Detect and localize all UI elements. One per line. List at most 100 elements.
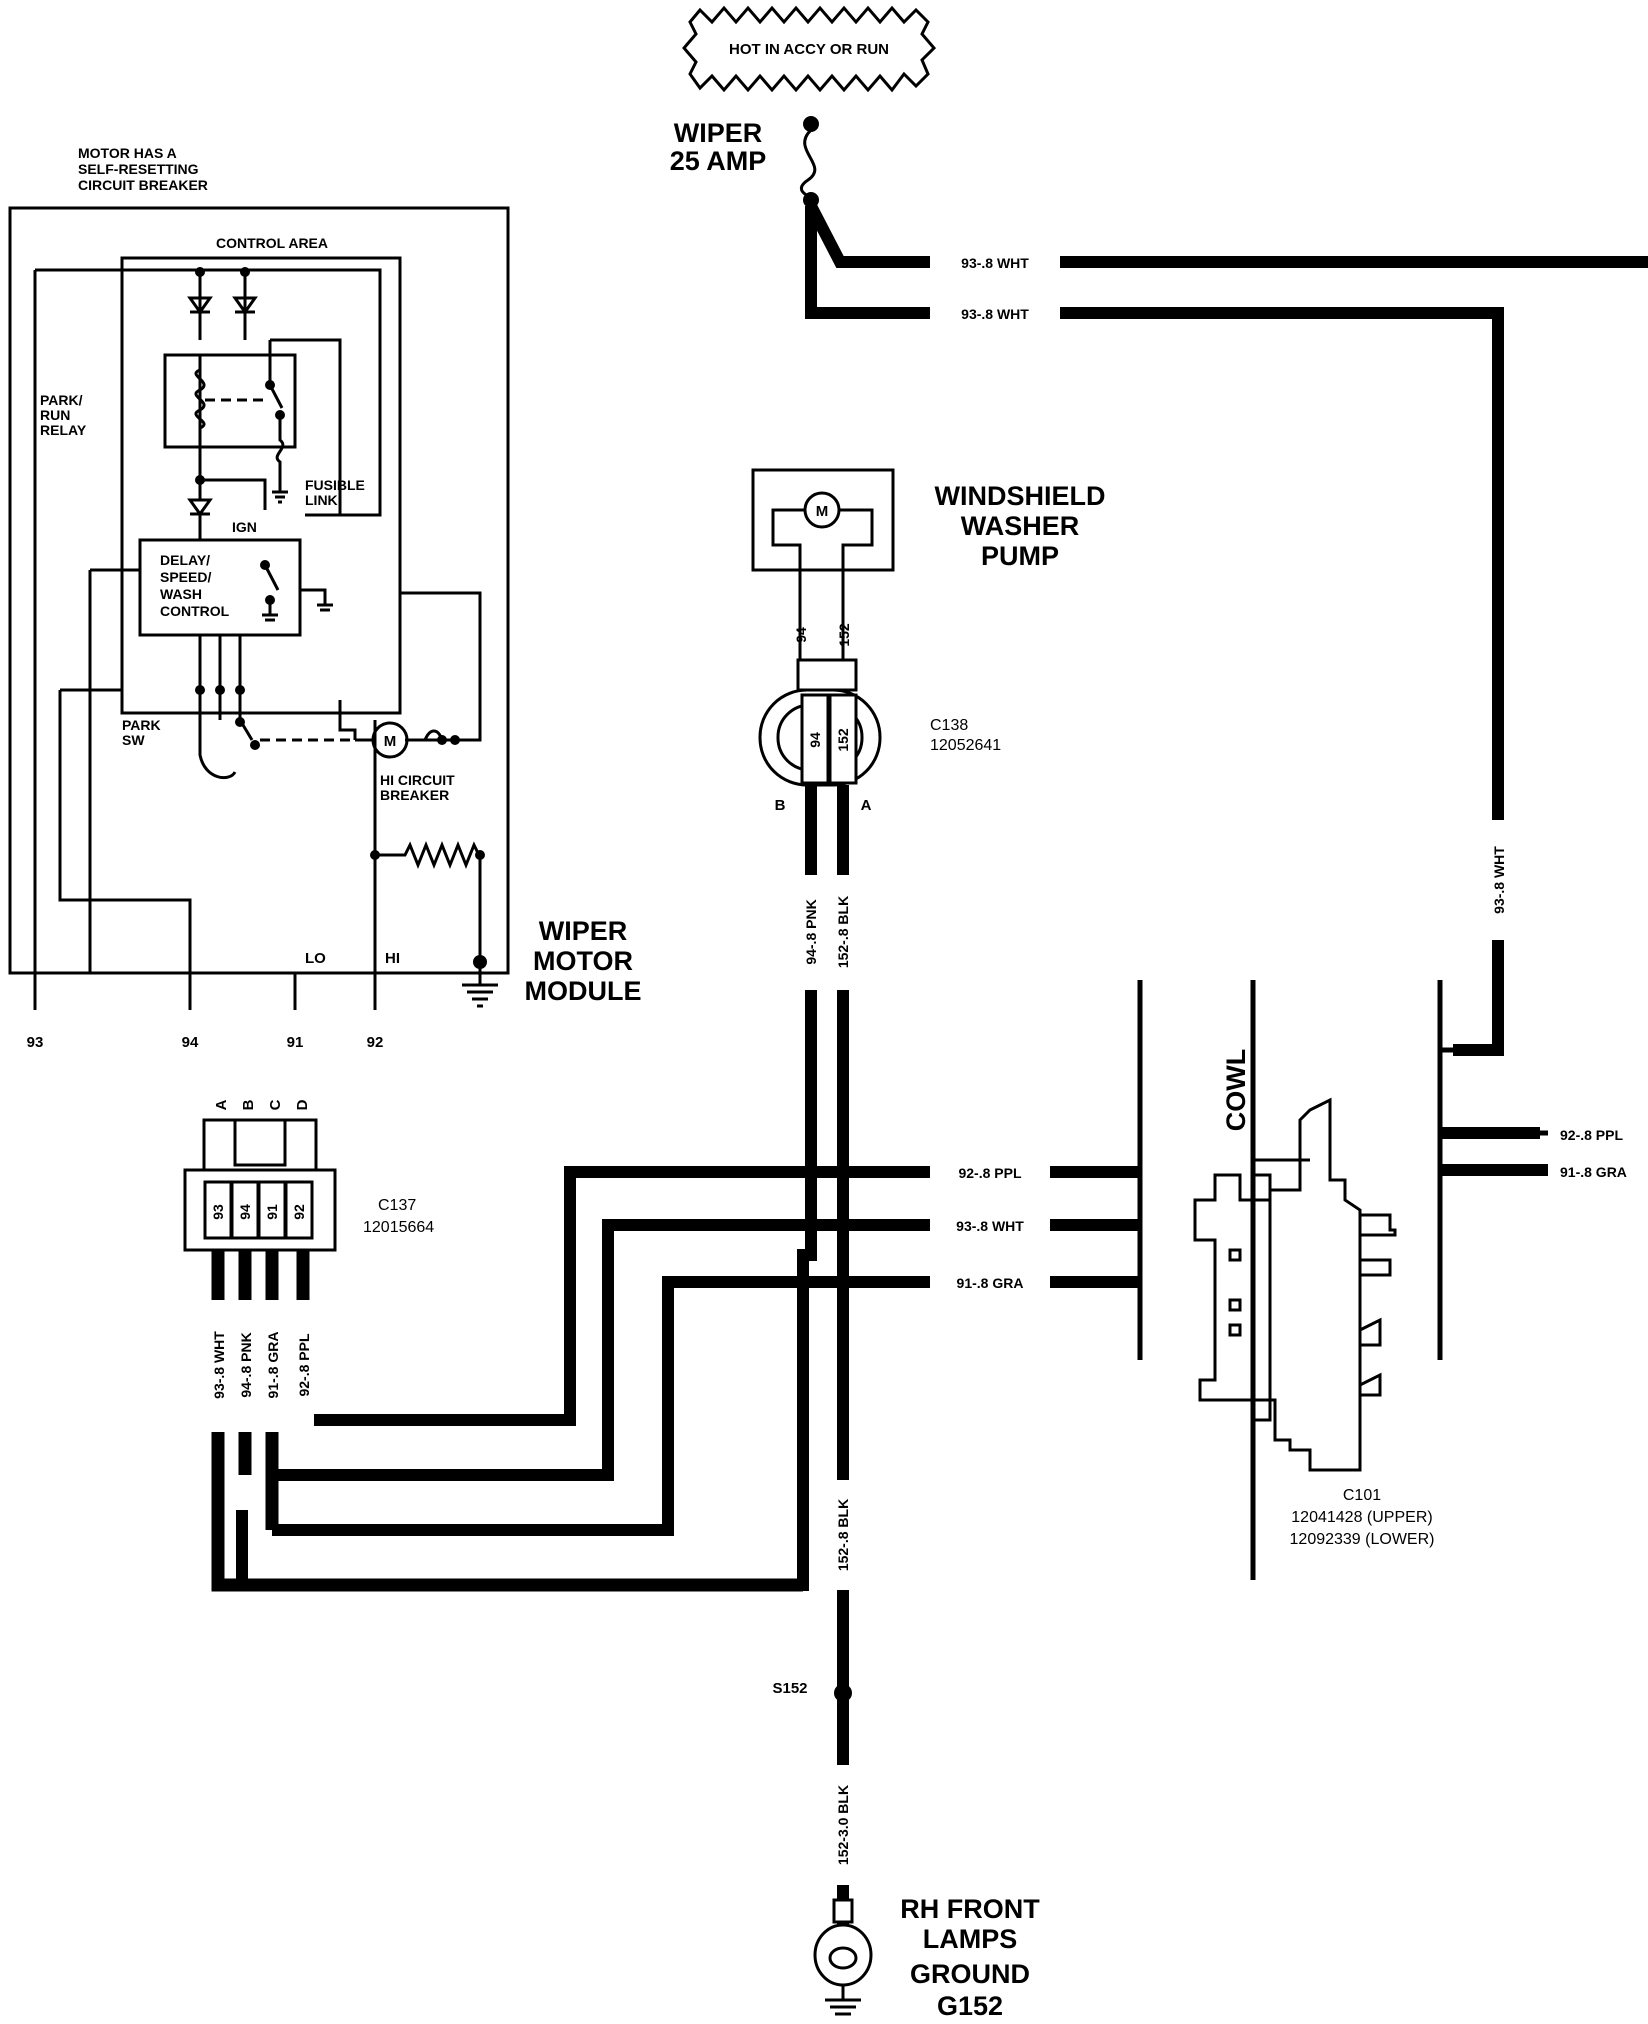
c137-name: C137: [378, 1197, 416, 1214]
wire-label-vertical-wht: 93-.8 WHT: [1491, 846, 1507, 914]
c137-pin-b: B: [240, 1099, 257, 1110]
fuse-label-line2: 25 AMP: [670, 146, 767, 176]
park-sw-label-1: PARK: [122, 717, 161, 733]
c137-wire-label-93: 93-.8 WHT: [211, 1331, 227, 1399]
control-area-outline: [120, 256, 402, 715]
c138-cavity-152: 152: [835, 728, 851, 752]
wire-label-gra-mid: 91-.8 GRA: [957, 1275, 1024, 1291]
c137-wire-label-92: 92-.8 PPL: [296, 1333, 312, 1396]
splice-label: S152: [772, 1680, 807, 1697]
c137-cavity-94: 94: [237, 1204, 253, 1220]
c137-cavity-92: 92: [291, 1204, 307, 1220]
cowl-c101-connector: COWL C101 12041428 (UPPER) 12092339 (LOW…: [1193, 980, 1443, 1580]
module-title-line1: WIPER: [539, 916, 628, 946]
hi-label: HI: [385, 950, 400, 967]
park-run-relay-label-2: RUN: [40, 407, 70, 423]
ground-title-line3: GROUND: [910, 1959, 1030, 1989]
wire-label-top-wht-2: 93-.8 WHT: [961, 306, 1029, 322]
wiper-motor-symbol: M: [384, 733, 397, 750]
park-run-relay-label-1: PARK/: [40, 392, 83, 408]
park-run-relay-label-3: RELAY: [40, 422, 87, 438]
ground-title-line1: RH FRONT: [900, 1894, 1040, 1924]
fusible-link-label-1: FUSIBLE: [305, 477, 365, 493]
wire-label-wht-mid: 93-.8 WHT: [956, 1218, 1024, 1234]
washer-title-line3: PUMP: [981, 541, 1059, 571]
delay-control-label-1: DELAY/: [160, 552, 210, 568]
c101-body: [1193, 1097, 1362, 1472]
wire-label-gra-right: 91-.8 GRA: [1560, 1164, 1627, 1180]
c137-wire-label-91: 91-.8 GRA: [265, 1332, 281, 1399]
module-pin-93: 93: [27, 1034, 44, 1051]
module-note-line1: MOTOR HAS A: [78, 145, 177, 161]
wire-label-ppl-right: 92-.8 PPL: [1560, 1127, 1623, 1143]
module-pin-92: 92: [367, 1034, 384, 1051]
c137-pin-d: D: [294, 1099, 311, 1110]
relay-coil-icon: [194, 368, 206, 430]
wire-label-ppl-mid: 92-.8 PPL: [958, 1165, 1021, 1181]
park-run-relay-box: [163, 353, 297, 449]
c138-part-number: 12052641: [930, 737, 1001, 754]
c137-pin-c: C: [267, 1099, 284, 1110]
c137-wire-label-94: 94-.8 PNK: [238, 1332, 254, 1397]
windshield-washer-pump: M 94 152 WINDSHIELD WASHER PUMP: [751, 468, 1106, 647]
wire-label-blk-ground: 152-3.0 BLK: [835, 1785, 851, 1865]
c138-name: C138: [930, 717, 968, 734]
washer-title-line1: WINDSHIELD: [935, 481, 1106, 511]
ign-label: IGN: [232, 519, 257, 535]
ground-title-line4: G152: [937, 1991, 1003, 2021]
control-area-label: CONTROL AREA: [216, 235, 328, 251]
splice-and-ground: S152 152-3.0 BLK RH FRONT LAMPS GROUND G…: [772, 1680, 1040, 2021]
control-ground-icon: [300, 588, 333, 612]
relay-ground-icon: [272, 480, 288, 504]
fuse-element-icon: [799, 128, 817, 200]
c101-part-upper: 12041428 (UPPER): [1291, 1509, 1432, 1526]
module-outline: [8, 206, 510, 975]
module-ground-icon: [462, 962, 498, 1008]
c138-connector: 94 152 C138 12052641 B A: [758, 615, 1001, 814]
wiper-fuse: WIPER 25 AMP: [670, 116, 819, 208]
fusible-link-label-2: LINK: [305, 492, 338, 508]
fuse-output-wires: 93-.8 WHT 93-.8 WHT 93-.8 WHT: [805, 203, 1648, 1056]
c101-part-lower: 12092339 (LOWER): [1290, 1531, 1435, 1548]
module-note-line2: SELF-RESETTING: [78, 161, 199, 177]
resistor-icon: [375, 840, 481, 870]
wire-label-top-wht-1: 93-.8 WHT: [961, 255, 1029, 271]
delay-control-label-4: CONTROL: [160, 603, 230, 619]
fuse-label-line1: WIPER: [674, 118, 763, 148]
wire-label-blk-upper: 152-.8 BLK: [835, 896, 851, 968]
c138-pin-b: B: [775, 797, 786, 814]
c137-cavity-93: 93: [210, 1204, 226, 1220]
module-title-line2: MOTOR: [533, 946, 633, 976]
wire-label-blk-lower: 152-.8 BLK: [835, 1499, 851, 1571]
c137-pin-a: A: [213, 1099, 230, 1110]
c137-part-number: 12015664: [363, 1219, 434, 1236]
cowl-harness-wires: 92-.8 PPL 93-.8 WHT 91-.8 GRA: [272, 980, 1143, 1536]
hi-circuit-breaker-label-1: HI CIRCUIT: [380, 772, 455, 788]
diode-icon-3: [187, 480, 213, 540]
lo-label: LO: [305, 950, 326, 967]
c138-cavity-94: 94: [807, 732, 823, 748]
cowl-label: COWL: [1221, 1049, 1251, 1131]
right-side-wires: 92-.8 PPL 91-.8 GRA: [1440, 1047, 1648, 1184]
ground-title-line2: LAMPS: [923, 1924, 1018, 1954]
module-pin-94: 94: [182, 1034, 199, 1051]
washer-pump-box: [751, 468, 895, 572]
module-title-line3: MODULE: [525, 976, 642, 1006]
c138-pin-a: A: [861, 797, 872, 814]
washer-title-line2: WASHER: [961, 511, 1080, 541]
park-sw-label-2: SW: [122, 732, 145, 748]
washer-motor-symbol: M: [816, 503, 829, 520]
hi-circuit-breaker-label-2: BREAKER: [380, 787, 449, 803]
hot-in-accy-or-run-banner: HOT IN ACCY OR RUN: [682, 5, 937, 93]
hot-banner-text: HOT IN ACCY OR RUN: [729, 41, 889, 58]
c137-connector: A B C D 93 94 91 92 C137 12015664 93-.8 …: [183, 1099, 803, 1592]
c101-name: C101: [1343, 1487, 1381, 1504]
ground-eyelet-icon: [813, 1923, 873, 1987]
module-pin-91: 91: [287, 1034, 304, 1051]
wiper-motor-module: MOTOR HAS A SELF-RESETTING CIRCUIT BREAK…: [8, 145, 642, 1051]
wire-label-pnk: 94-.8 PNK: [803, 899, 819, 964]
ground-symbol-icon: [825, 1985, 861, 2016]
s152-splice-dot: [834, 1684, 852, 1702]
delay-control-label-3: WASH: [160, 586, 202, 602]
